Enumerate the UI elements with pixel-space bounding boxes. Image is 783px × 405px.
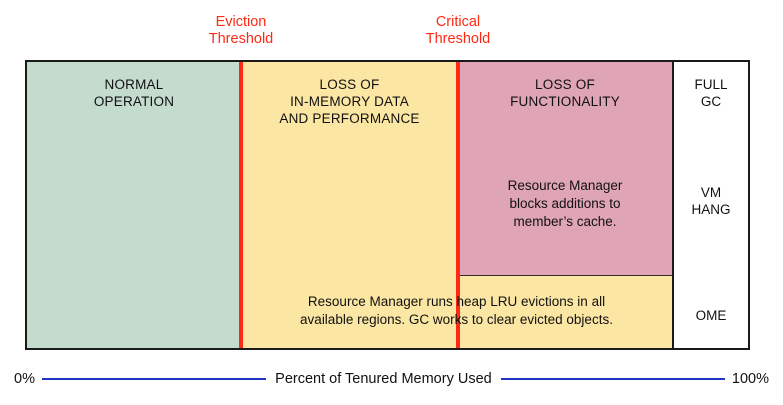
memory-axis: 0% Percent of Tenured Memory Used 100% (0, 366, 783, 392)
memory-bands-chart: NORMAL OPERATION LOSS OF IN-MEMORY DATA … (25, 60, 750, 350)
band-lru-eviction-note-line2: available regions. GC works to clear evi… (300, 312, 613, 327)
critical-threshold-label-line2: Threshold (425, 31, 491, 47)
eviction-threshold-label-line1: Eviction (215, 14, 267, 30)
axis-caption: Percent of Tenured Memory Used (275, 371, 492, 387)
axis-end-label: 100% (731, 371, 769, 387)
band-normal-operation-title-line1: NORMAL (104, 77, 164, 92)
outcomes-column: FULL GC VM HANG OME (672, 62, 748, 348)
band-lru-eviction-note-line1: Resource Manager runs heap LRU evictions… (307, 294, 606, 309)
band-normal-operation-title-line2: OPERATION (93, 94, 175, 109)
eviction-threshold-label-line2: Threshold (208, 31, 274, 47)
eviction-threshold-label: Eviction Threshold (209, 14, 273, 48)
band-lru-eviction-note-text: Resource Manager runs heap LRU evictions… (255, 293, 658, 329)
outcome-vm-hang: VM HANG (674, 184, 748, 218)
outcome-vm-hang-line2: HANG (691, 202, 731, 217)
outcome-ome: OME (674, 307, 748, 324)
band-loss-of-functionality-note-line1: Resource Manager (507, 178, 623, 193)
outcome-full-gc-line1: FULL (694, 77, 728, 92)
band-loss-of-functionality-note-line3: member’s cache. (513, 214, 617, 229)
band-loss-of-in-memory-data-title-line2: IN-MEMORY DATA (290, 94, 409, 109)
eviction-threshold-rule (239, 62, 243, 348)
band-loss-of-in-memory-data-title-line1: LOSS OF (319, 77, 380, 92)
outcome-ome-line1: OME (695, 308, 727, 323)
axis-line-right (500, 377, 725, 381)
band-loss-of-functionality: LOSS OF FUNCTIONALITY Resource Manager b… (458, 62, 672, 276)
critical-threshold-rule (456, 62, 460, 348)
critical-threshold-label-line1: Critical (435, 14, 481, 30)
outcome-vm-hang-line1: VM (700, 185, 722, 200)
band-loss-of-functionality-note-line2: blocks additions to (509, 196, 621, 211)
critical-threshold-label: Critical Threshold (426, 14, 490, 48)
axis-line-left (41, 377, 267, 381)
outcome-full-gc: FULL GC (674, 76, 748, 110)
outcome-full-gc-line2: GC (700, 94, 722, 109)
band-loss-of-functionality-title-line1: LOSS OF (535, 77, 595, 92)
band-loss-of-functionality-note: Resource Manager blocks additions to mem… (466, 177, 664, 231)
band-loss-of-in-memory-data-title: LOSS OF IN-MEMORY DATA AND PERFORMANCE (241, 76, 458, 127)
axis-start-label: 0% (14, 371, 35, 387)
band-normal-operation: NORMAL OPERATION (27, 62, 241, 348)
band-loss-of-in-memory-data-title-line3: AND PERFORMANCE (279, 111, 420, 126)
band-loss-of-functionality-title-line2: FUNCTIONALITY (510, 94, 620, 109)
band-loss-of-functionality-title: LOSS OF FUNCTIONALITY (458, 76, 672, 110)
band-normal-operation-title: NORMAL OPERATION (27, 76, 241, 110)
